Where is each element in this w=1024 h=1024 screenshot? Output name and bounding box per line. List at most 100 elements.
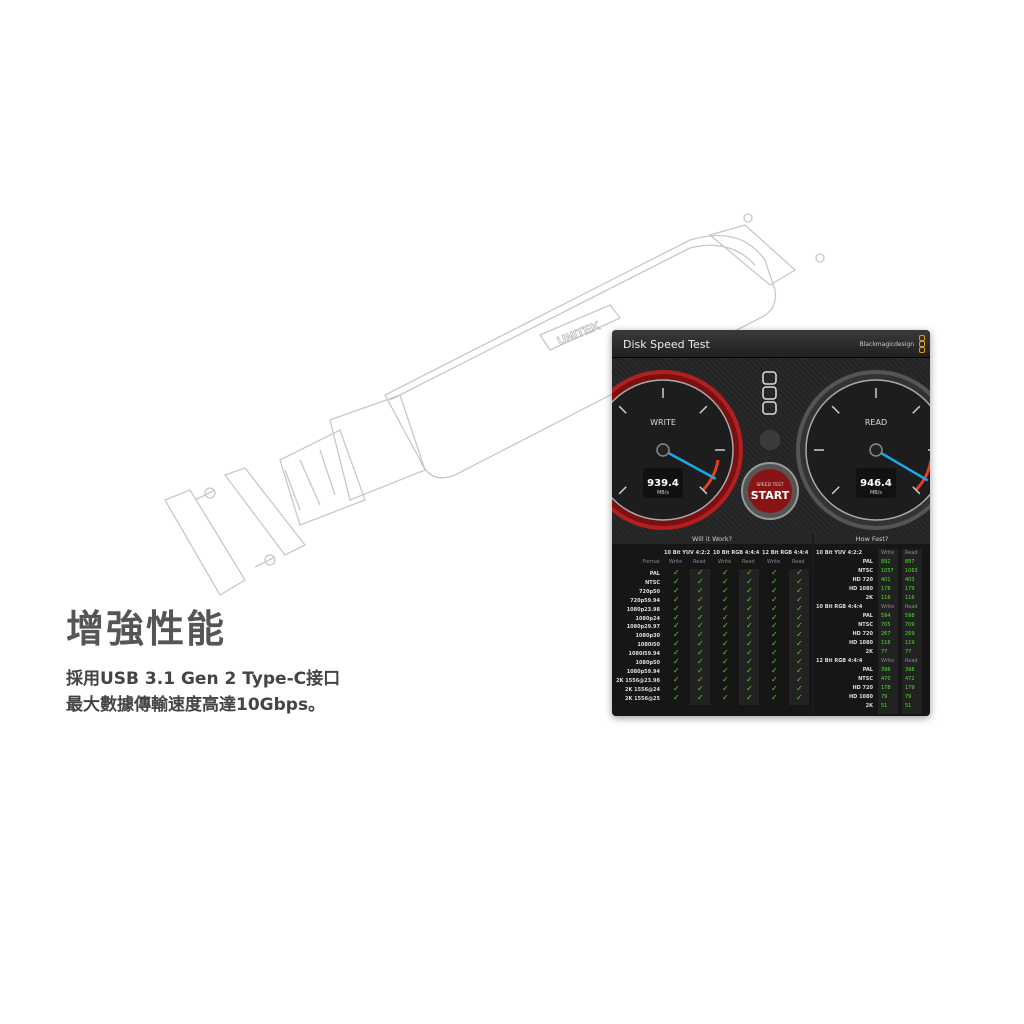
format-header: Format (642, 559, 660, 565)
check-icon: ✓ (722, 692, 729, 702)
settings-gear-icon[interactable] (758, 428, 782, 452)
description-line-1: 採用USB 3.1 Gen 2 Type-C接口 (66, 669, 341, 689)
check-icon: ✓ (697, 568, 704, 577)
brand-name: Blackmagicdesign (859, 341, 914, 348)
check-icon: ✓ (697, 674, 704, 684)
check-icon: ✓ (796, 692, 803, 702)
format-row: 2K 1556@23.98✓✓✓✓✓✓ (612, 674, 812, 686)
check-icon: ✓ (722, 603, 729, 613)
read-speed: 119 (905, 640, 915, 646)
read-speed: 79 (905, 694, 912, 700)
resolution-label: PAL (862, 559, 873, 565)
start-label: START (751, 489, 790, 502)
check-icon: ✓ (771, 657, 778, 666)
group-name: 12 Bit RGB 4:4:4 (816, 658, 863, 664)
window-icon (762, 386, 777, 400)
will-it-work-title: Will it Work? (612, 534, 812, 544)
write-speed: 77 (881, 649, 888, 655)
check-icon: ✓ (722, 585, 729, 595)
resolution-label: 2K (865, 595, 873, 601)
format-label: NTSC (645, 579, 660, 586)
write-unit: MB/s (657, 490, 669, 496)
format-label: 1080p30 (635, 633, 660, 640)
read-header: Read (792, 559, 805, 565)
window-icon (762, 401, 777, 415)
check-icon: ✓ (673, 683, 680, 693)
format-label: 2K 1556@24 (625, 686, 660, 693)
read-value: 946.4 (860, 478, 892, 489)
check-icon: ✓ (796, 648, 803, 658)
format-row: 720p59.94✓✓✓✓✓✓ (612, 594, 812, 606)
check-icon: ✓ (697, 612, 704, 622)
read-speed: 398 (905, 667, 915, 673)
format-label: PAL (649, 571, 660, 577)
check-icon: ✓ (771, 639, 778, 649)
check-icon: ✓ (697, 585, 704, 595)
resolution-label: PAL (862, 667, 873, 673)
resolution-label: HD 1080 (849, 586, 873, 592)
check-icon: ✓ (796, 630, 803, 640)
check-icon: ✓ (697, 594, 704, 604)
format-label: 1080i59.94 (628, 651, 660, 658)
format-row: 720p50✓✓✓✓✓✓ (612, 585, 812, 597)
read-speed: 1063 (905, 568, 918, 574)
check-icon: ✓ (722, 648, 729, 658)
check-icon: ✓ (771, 585, 778, 595)
tick-mark (699, 405, 708, 414)
check-icon: ✓ (673, 576, 680, 586)
check-icon: ✓ (673, 657, 680, 666)
check-icon: ✓ (722, 576, 729, 586)
resolution-label: HD 1080 (849, 694, 873, 700)
check-icon: ✓ (771, 568, 778, 577)
write-speed: 178 (881, 685, 891, 691)
title-bar: Disk Speed Test Blackmagicdesign (612, 330, 930, 358)
check-icon: ✓ (746, 568, 753, 577)
write-speed: 594 (881, 613, 891, 619)
resolution-label: HD 720 (852, 685, 873, 691)
check-icon: ✓ (673, 674, 680, 684)
write-label: WRITE (650, 418, 676, 427)
format-row: 1080p50✓✓✓✓✓✓ (612, 657, 812, 668)
check-icon: ✓ (697, 683, 704, 693)
read-speed: 51 (905, 703, 912, 709)
check-icon: ✓ (746, 692, 753, 702)
check-icon: ✓ (673, 648, 680, 658)
check-icon: ✓ (673, 621, 680, 631)
read-needle (875, 448, 929, 482)
check-icon: ✓ (673, 603, 680, 613)
write-speed: 892 (881, 559, 891, 565)
format-label: 720p50 (639, 588, 660, 595)
check-icon: ✓ (796, 568, 803, 577)
format-label: 2K 1556@23.98 (616, 677, 660, 684)
check-icon: ✓ (673, 639, 680, 649)
resolution-label: 2K (865, 649, 873, 655)
check-icon: ✓ (722, 568, 729, 577)
check-icon: ✓ (697, 692, 704, 702)
resolution-label: NTSC (858, 676, 873, 682)
tick-mark (618, 486, 627, 495)
format-row: 1080p29.97✓✓✓✓✓✓ (612, 621, 812, 632)
group-header: 10 Bit RGB 4:4:4 (713, 550, 760, 556)
format-row: 2K 1556@25✓✓✓✓✓✓ (612, 692, 812, 704)
check-icon: ✓ (697, 621, 704, 631)
check-icon: ✓ (771, 630, 778, 640)
write-speed: 178 (881, 586, 891, 592)
check-icon: ✓ (796, 576, 803, 586)
tick-mark (618, 405, 627, 414)
read-speed: 403 (905, 577, 915, 583)
